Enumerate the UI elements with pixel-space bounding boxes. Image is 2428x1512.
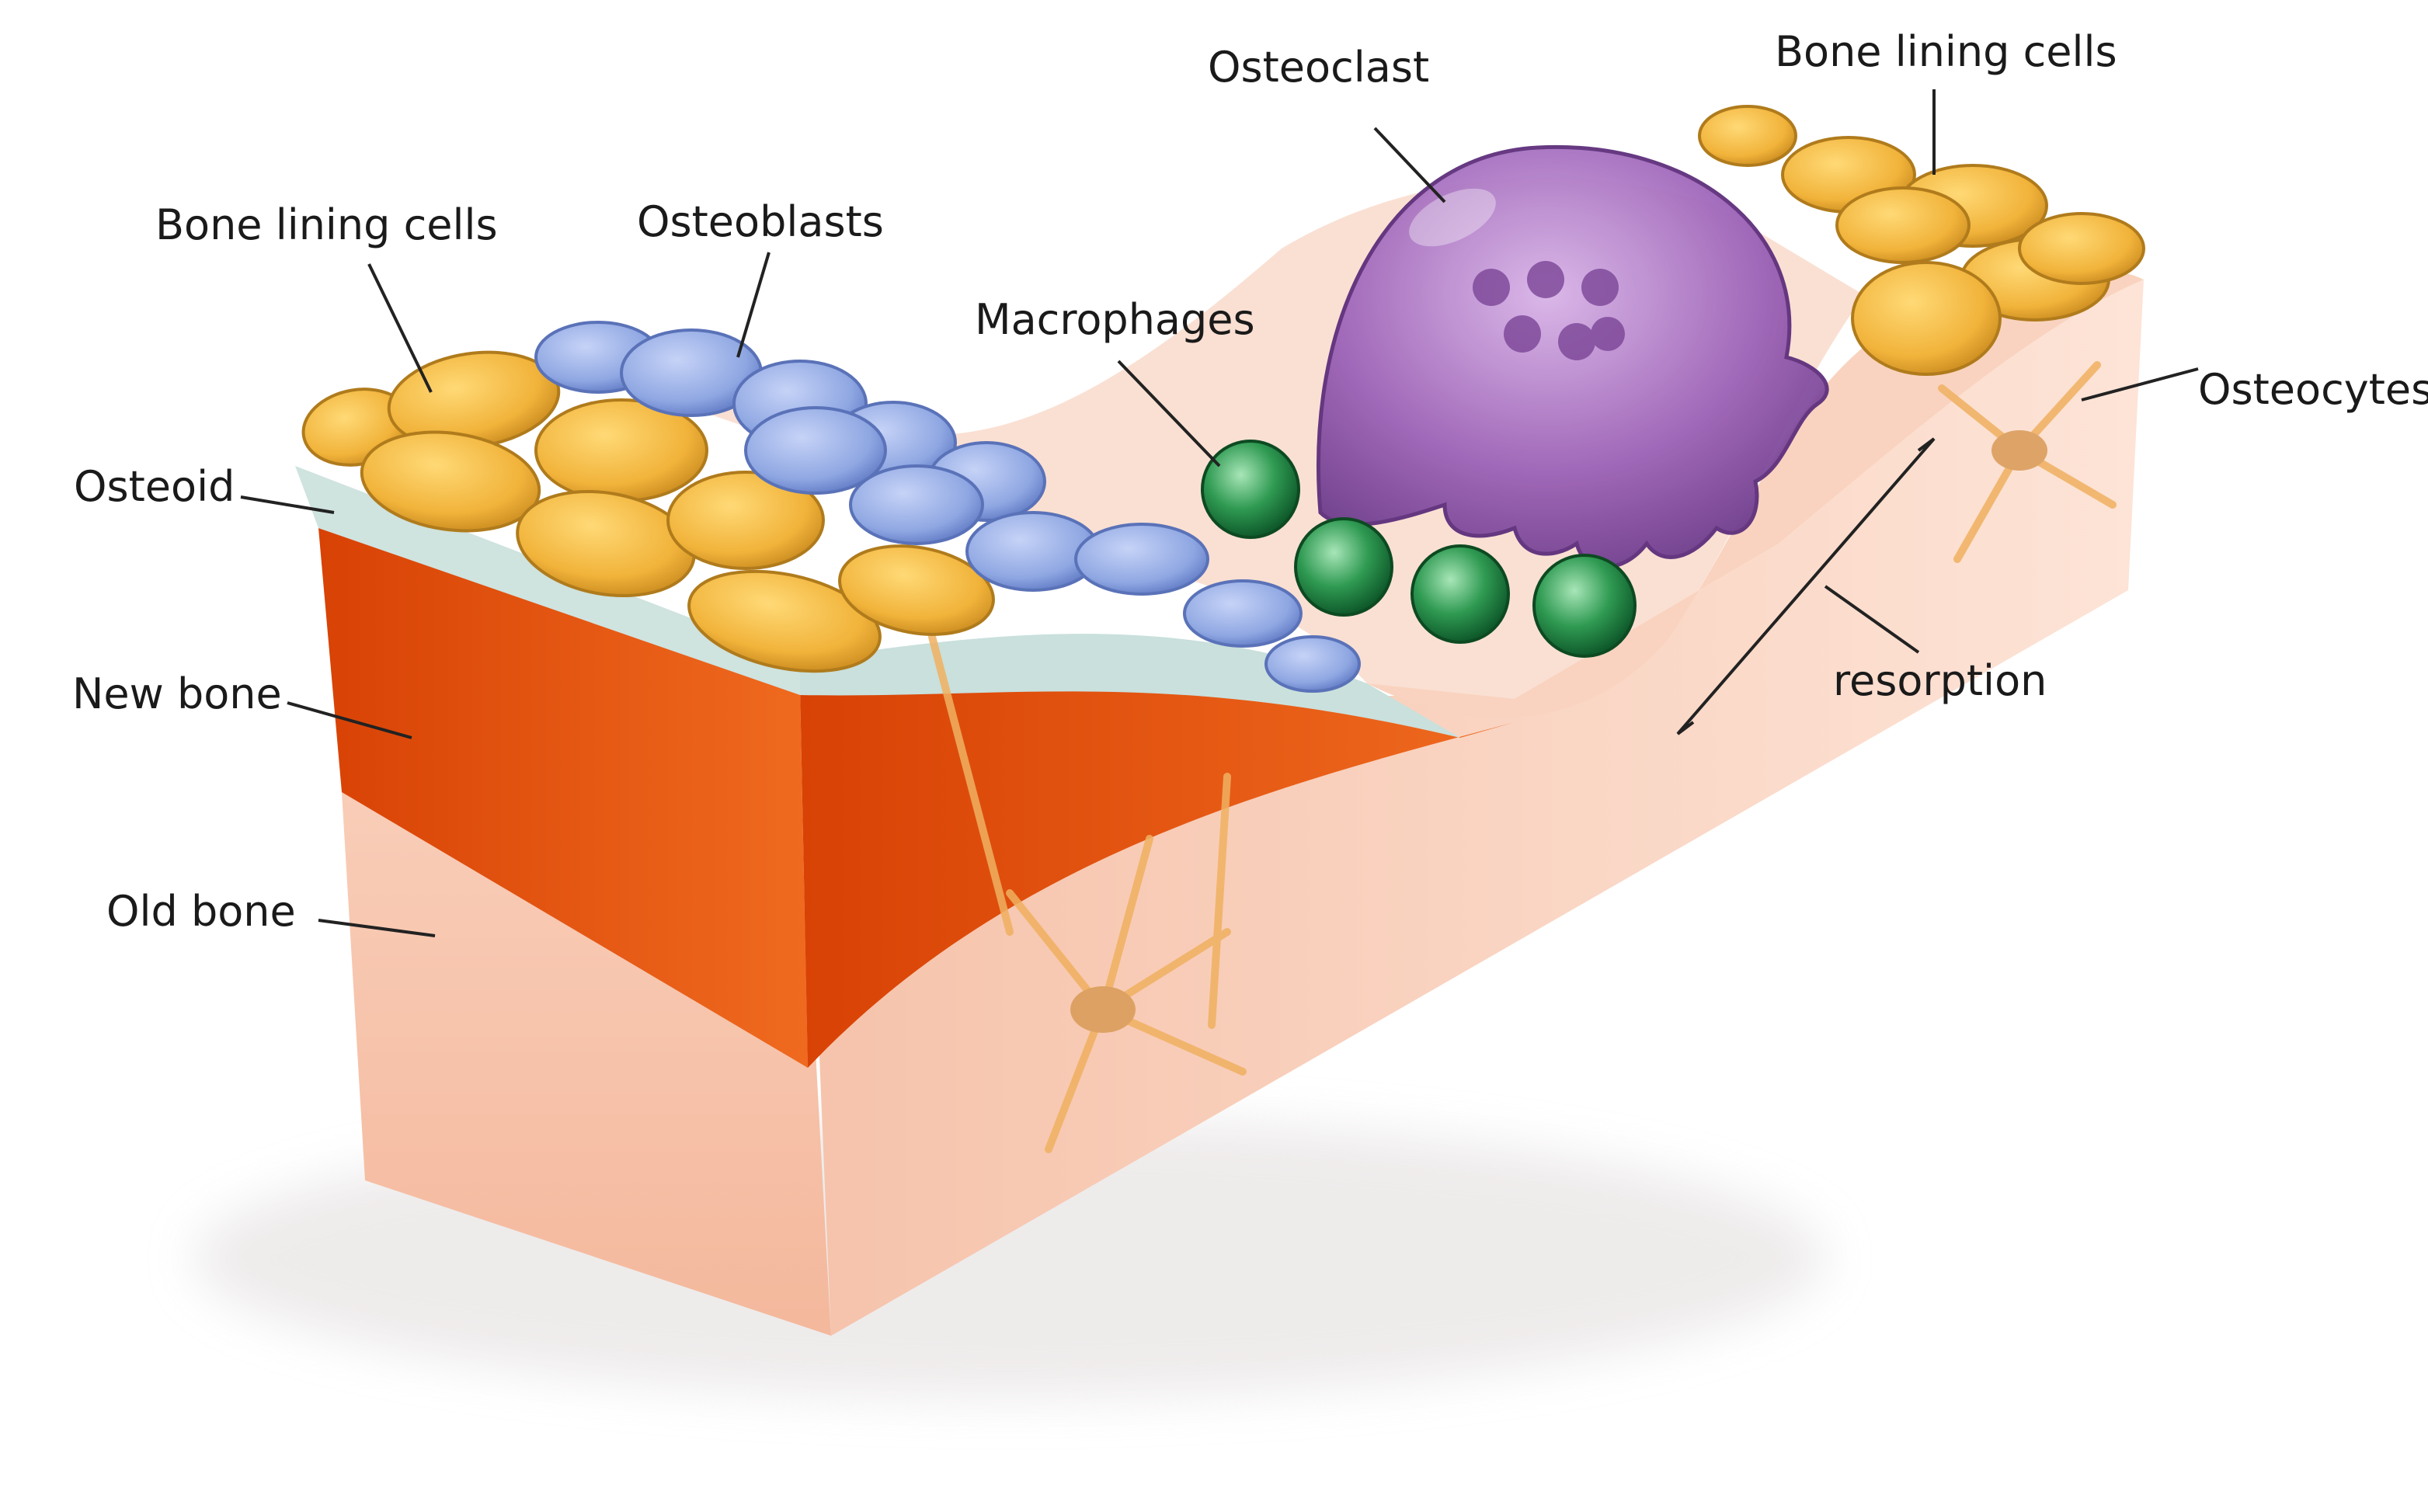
label-resorption: resorption xyxy=(1833,656,2047,705)
resorption-leader xyxy=(1824,585,1920,654)
bone-lining-cells-right xyxy=(1698,105,2145,376)
leader-lines xyxy=(240,89,2199,937)
leader-osteoclast xyxy=(1373,127,1446,203)
old-bone-right-face xyxy=(808,280,2144,1336)
leader-bone-lining-left xyxy=(367,263,433,393)
label-bone-lining-cells-right: Bone lining cells xyxy=(1775,27,2117,76)
label-new-bone: New bone xyxy=(72,669,282,718)
labels: Bone lining cells Osteoblasts Osteoclast… xyxy=(72,27,2428,936)
new-bone-right-face xyxy=(800,687,1515,1068)
label-old-bone: Old bone xyxy=(106,887,296,936)
label-bone-lining-cells-left: Bone lining cells xyxy=(155,200,498,249)
osteocyte-front xyxy=(1006,835,1247,1153)
osteocytes xyxy=(928,361,2117,1153)
osteocyte-process xyxy=(1208,773,1231,1029)
leader-osteocytes xyxy=(2081,367,2199,401)
osteoclast-cell xyxy=(1317,144,1829,569)
leader-new-bone xyxy=(287,701,412,739)
label-osteoclast: Osteoclast xyxy=(1208,43,1429,92)
label-osteoblasts: Osteoblasts xyxy=(637,197,884,246)
resorption-bracket xyxy=(1676,437,1936,735)
leader-osteoid xyxy=(240,495,335,514)
label-macrophages: Macrophages xyxy=(975,295,1255,344)
new-bone-left-face xyxy=(318,528,808,1068)
osteocyte-right xyxy=(1938,361,2117,563)
macrophage-cells xyxy=(1201,440,1637,658)
label-osteocytes: Osteocytes xyxy=(2198,365,2428,414)
osteoblast-cells xyxy=(534,321,1361,693)
leader-osteoblasts xyxy=(736,252,770,358)
osteoid-right-face xyxy=(800,634,1460,738)
label-osteoid: Osteoid xyxy=(74,462,235,511)
osteoclast-nuclei xyxy=(1473,261,1625,360)
bone-lining-cells-left xyxy=(301,350,995,673)
osteocyte-process xyxy=(928,633,1014,936)
leader-old-bone xyxy=(318,919,436,937)
leader-macrophages xyxy=(1117,360,1221,468)
